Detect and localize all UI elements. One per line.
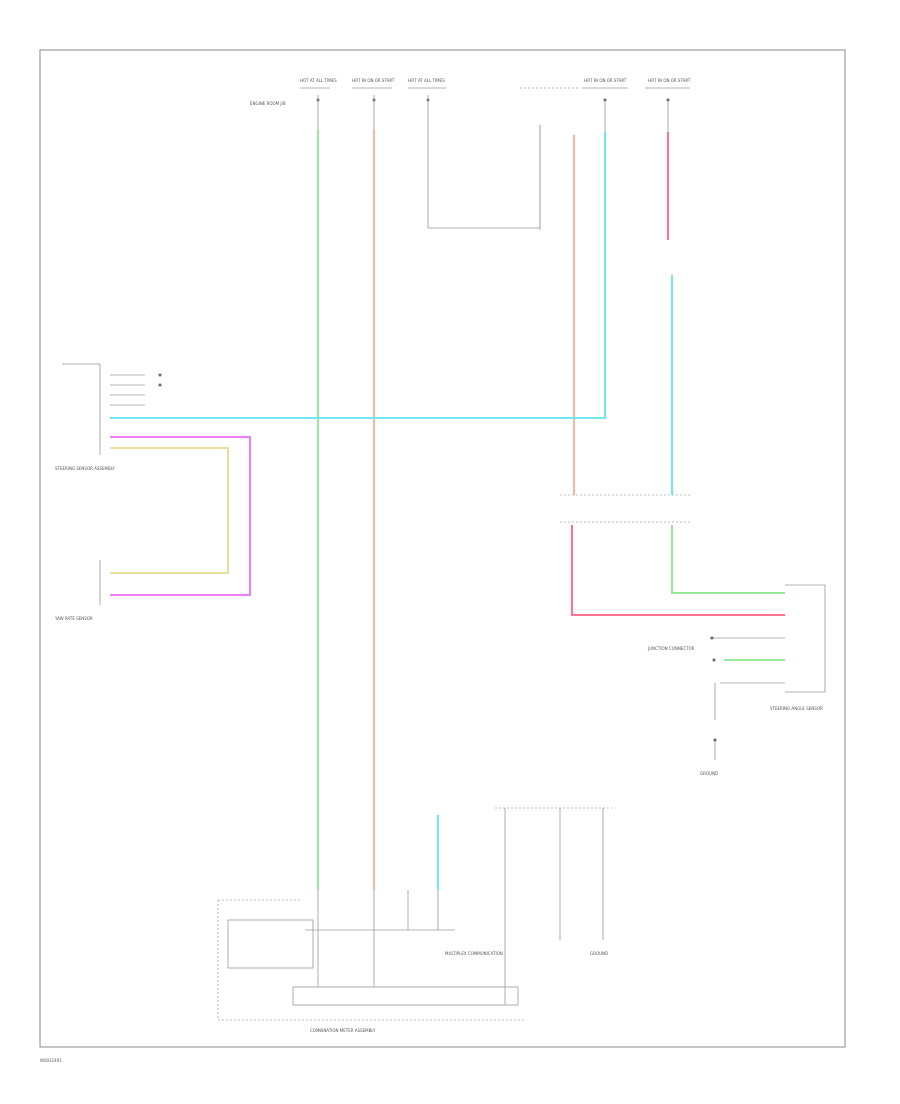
pink-wire-right — [571, 525, 785, 616]
top-right-fuse-2-label: HOT IN ON OR START — [648, 78, 691, 83]
center-connector-label: JUNCTION CONNECTOR — [647, 646, 695, 651]
ground-right-label: GROUND — [700, 771, 718, 776]
ground-right: GROUND — [700, 738, 718, 776]
bottom-module: MULTIPLEX COMMUNICATION COMBINATION METE… — [217, 890, 525, 1033]
magenta-wire-loop — [110, 436, 251, 596]
lower-left-module: YAW RATE SENSOR — [54, 560, 101, 621]
top-left-fuse-1-label: HOT AT ALL TIMES — [300, 78, 337, 83]
right-connector-box: STEERING ANGLE SENSOR JUNCTION CONNECTOR — [647, 584, 826, 720]
left-module-label: STEERING SENSOR ASSEMBLY — [55, 466, 115, 471]
top-left-fuses: HOT AT ALL TIMES HOT IN ON OR START HOT … — [250, 78, 446, 130]
bottom-right-branches: GROUND — [504, 808, 608, 1005]
multiplex-label: MULTIPLEX COMMUNICATION — [445, 951, 503, 956]
bottom-ground-label: GROUND — [590, 951, 608, 956]
engine-room-jb-label: ENGINE ROOM J/B — [250, 101, 286, 106]
light-blue-wire — [110, 132, 606, 419]
top-right-fuse-1-label: HOT IN ON OR START — [584, 78, 627, 83]
top-left-fuse-3-label: HOT AT ALL TIMES — [408, 78, 445, 83]
top-left-fuse-2-label: HOT IN ON OR START — [352, 78, 395, 83]
green-wire-right — [671, 525, 785, 594]
figure-id: W0031491 — [40, 1058, 62, 1063]
right-connector-label: STEERING ANGLE SENSOR — [770, 706, 823, 711]
bottom-module-label: COMBINATION METER ASSEMBLY — [310, 1028, 376, 1033]
lower-left-module-label: YAW RATE SENSOR — [54, 616, 93, 621]
tan-wire-loop — [110, 447, 229, 574]
gray-wire-loop — [427, 125, 541, 229]
diagram-frame — [39, 49, 846, 1048]
left-module: STEERING SENSOR ASSEMBLY — [55, 363, 162, 471]
